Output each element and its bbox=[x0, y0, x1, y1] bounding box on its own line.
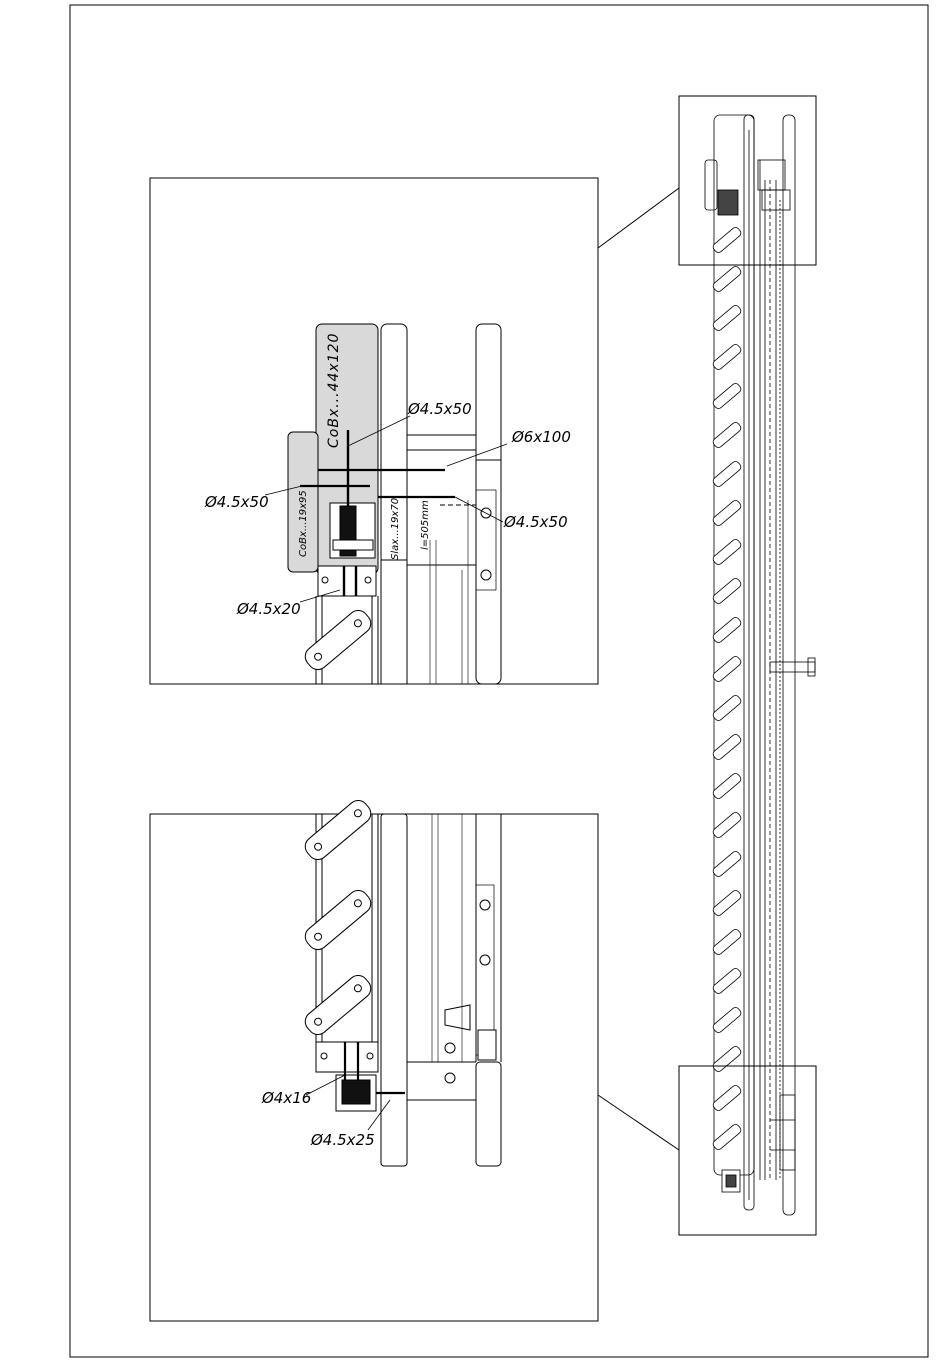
label-main-beam: CoBx...44x120 bbox=[326, 333, 342, 448]
label-screw-a: Ø4x16 bbox=[261, 1089, 311, 1107]
leader-bottom bbox=[598, 1095, 679, 1150]
label-screw-top: Ø4.5x50 bbox=[407, 400, 472, 418]
label-screw-left: Ø4.5x50 bbox=[204, 493, 269, 511]
label-length: l=505mm bbox=[420, 500, 431, 550]
label-screw-right: Ø4.5x50 bbox=[503, 513, 568, 531]
label-screw-b: Ø4.5x25 bbox=[310, 1131, 375, 1149]
label-screw-bottom: Ø4.5x20 bbox=[236, 600, 301, 618]
label-slat: Slax...19x70 bbox=[390, 498, 401, 560]
label-side-board: CoBx...19x95 bbox=[298, 490, 309, 557]
label-screw-bolt: Ø6x100 bbox=[511, 428, 571, 446]
leader-top bbox=[598, 188, 679, 248]
